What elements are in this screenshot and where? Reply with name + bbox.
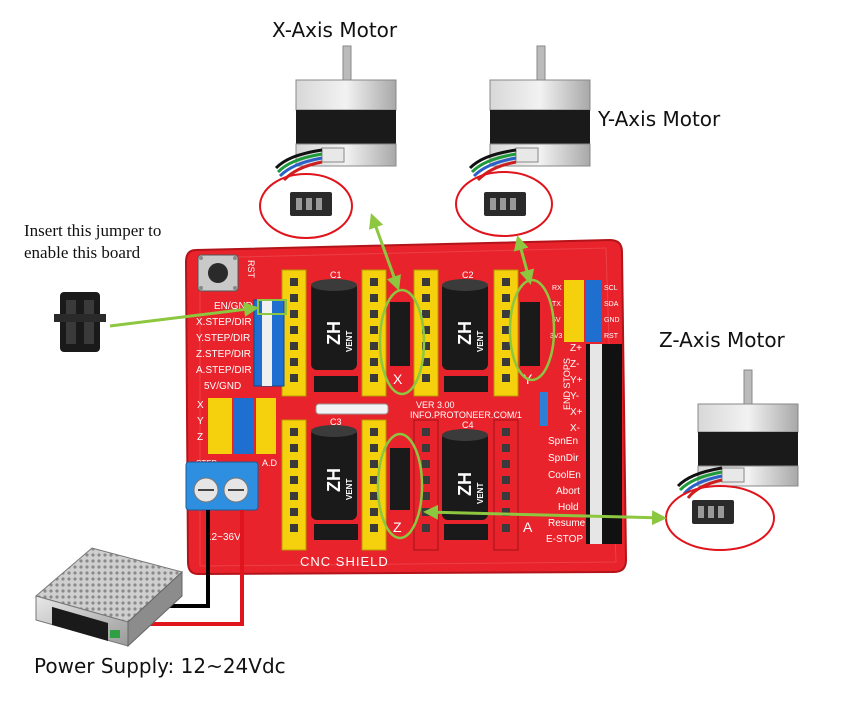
cap-vent-2: VENT xyxy=(476,331,485,352)
board-name: CNC SHIELD xyxy=(300,554,389,569)
power-supply-label: Power Supply: 12~24Vdc xyxy=(34,654,286,678)
microstep-jumper-blocks xyxy=(314,302,540,540)
capacitor-labels: ZH ZH ZH ZH VENT VENT VENT VENT xyxy=(324,321,485,504)
axis-letter-x: X xyxy=(393,371,403,387)
endstop-z-plus: Z+ xyxy=(570,343,582,354)
pin-y-step-dir: Y.STEP/DIR xyxy=(196,333,250,344)
pin-scl: SCL xyxy=(604,285,618,292)
end-stop-header xyxy=(586,344,622,544)
pin-sda: SDA xyxy=(604,301,619,308)
endstop-x-minus: X- xyxy=(570,423,580,434)
pin-tx: TX xyxy=(552,301,561,308)
small-label-z: Z xyxy=(197,432,203,443)
jumper-cap xyxy=(54,292,106,352)
end-stop-labels: Z+ Z- Y+ Y- X+ X- xyxy=(570,343,583,434)
x-axis-motor xyxy=(274,45,397,216)
rst-label: RST xyxy=(246,260,256,279)
axis-letter-a: A xyxy=(523,519,533,535)
endstop-y-minus: Y- xyxy=(570,391,579,402)
pin-5v-gnd: 5V/GND xyxy=(204,381,241,392)
cap-mark-1: ZH xyxy=(324,321,344,345)
cap-id-1: C1 xyxy=(330,270,342,280)
z-axis-motor xyxy=(676,369,799,524)
cap-vent-3: VENT xyxy=(345,479,354,500)
y-arrow xyxy=(513,235,535,285)
pin-rst: RST xyxy=(604,333,619,340)
ad-label: A.D xyxy=(262,458,278,468)
pin-gnd: GND xyxy=(604,317,620,324)
pin-en-gnd: EN/GND xyxy=(214,301,253,312)
capacitors xyxy=(311,279,488,520)
connection-arrows xyxy=(109,213,667,526)
power-supply-unit xyxy=(34,547,184,648)
small-label-y: Y xyxy=(197,416,204,427)
cap-id-2: C2 xyxy=(462,270,474,280)
cap-mark-4: ZH xyxy=(455,472,475,496)
voltage-label: 12~36V xyxy=(206,532,241,543)
cap-mark-2: ZH xyxy=(455,321,475,345)
right-top-pin-labels: RX TX SCL SDA GND RST 5V 3V3 xyxy=(550,285,620,340)
label-e-stop: E-STOP xyxy=(546,534,583,545)
label-abort: Abort xyxy=(556,486,580,497)
reset-button[interactable] xyxy=(197,254,239,292)
z-arrow xyxy=(423,504,667,526)
cap-id-4: C4 xyxy=(462,420,474,430)
cap-vent-4: VENT xyxy=(476,483,485,504)
jumper-note: Insert this jumper to enable this board xyxy=(24,221,162,262)
label-resume: Resume xyxy=(548,518,586,529)
x-connector-highlight xyxy=(259,173,353,239)
driver-output-highlights xyxy=(376,278,556,540)
power-terminal-block xyxy=(185,461,259,511)
cap-mark-3: ZH xyxy=(324,468,344,492)
driver-headers xyxy=(281,269,519,551)
label-spnen: SpnEn xyxy=(548,436,578,447)
pin-x-step-dir: X.STEP/DIR xyxy=(196,317,252,328)
end-stops-label: END STOPS xyxy=(562,358,572,410)
pin-a-step-dir: A.STEP/DIR xyxy=(196,365,252,376)
capacitor-ids: C1 C2 C3 C4 xyxy=(330,270,474,430)
pin-rx: RX xyxy=(552,285,562,292)
fuse xyxy=(315,403,389,415)
endstop-x-plus: X+ xyxy=(570,407,583,418)
endstop-z-minus: Z- xyxy=(570,359,579,370)
left-axis-clone-header xyxy=(208,398,276,454)
left-pin-labels: EN/GND X.STEP/DIR Y.STEP/DIR Z.STEP/DIR … xyxy=(196,301,253,392)
pin-3v3: 3V3 xyxy=(550,333,563,340)
x-arrow xyxy=(369,213,401,291)
axis-letter-z: Z xyxy=(393,519,402,535)
y-axis-motor-label: Y-Axis Motor xyxy=(598,107,721,131)
board-version: VER 3.00 xyxy=(416,400,455,410)
y-axis-motor xyxy=(468,45,591,216)
z-axis-motor-label: Z-Axis Motor xyxy=(659,328,785,352)
jumper-arrow xyxy=(109,302,259,328)
cap-vent-1: VENT xyxy=(345,331,354,352)
pin-5v: 5V xyxy=(552,317,561,324)
wire-red xyxy=(148,510,244,626)
x-axis-motor-label: X-Axis Motor xyxy=(272,18,398,42)
pin-z-step-dir: Z.STEP/DIR xyxy=(196,349,251,360)
y-connector-highlight xyxy=(455,171,553,237)
cap-id-3: C3 xyxy=(330,417,342,427)
board-website: INFO.PROTONEER.COM/1 xyxy=(410,410,522,420)
small-label-x: X xyxy=(197,400,204,411)
endstop-y-plus: Y+ xyxy=(570,375,583,386)
label-hold: Hold xyxy=(558,502,579,513)
right-top-header xyxy=(564,280,602,342)
resistor xyxy=(540,392,548,426)
label-coolen: CoolEn xyxy=(548,470,581,481)
label-spndir: SpnDir xyxy=(548,453,579,464)
